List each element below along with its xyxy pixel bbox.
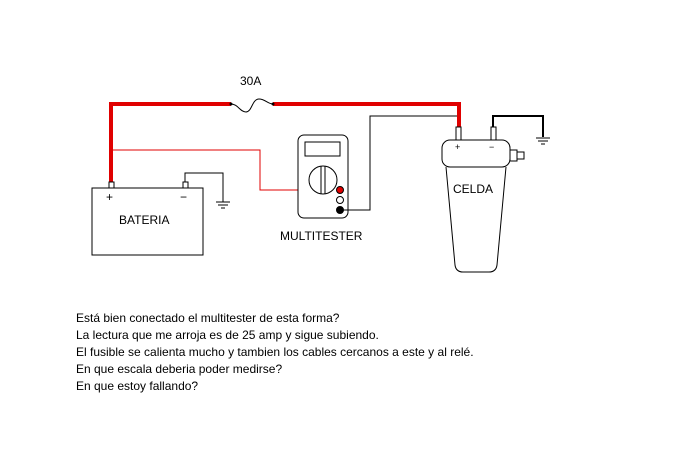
cell-label: CELDA	[453, 182, 493, 196]
battery	[91, 181, 204, 256]
question-line: El fusible se calienta mucho y tambien l…	[76, 345, 474, 359]
black-terminal	[336, 206, 344, 214]
question-line: Está bien conectado el multitester de es…	[76, 311, 340, 325]
question-line: La lectura que me arroja es de 25 amp y …	[76, 328, 379, 342]
question-line: En que escala deberia poder medirse?	[76, 362, 283, 376]
cell-minus: −	[489, 142, 494, 152]
fuse-label: 30A	[240, 74, 261, 88]
question-line: En que estoy fallando?	[76, 379, 199, 393]
positive-main-wire	[109, 102, 231, 183]
multimeter-label: MULTITESTER	[280, 229, 363, 243]
negative-probe-wire	[343, 115, 457, 211]
positive-main-wire-cell	[273, 102, 461, 127]
fuse-icon	[229, 98, 275, 113]
cell	[441, 126, 525, 273]
red-terminal	[336, 186, 344, 194]
battery-minus: −	[180, 190, 187, 204]
ground-icon	[536, 137, 550, 145]
cell-ground-wire	[492, 115, 544, 137]
battery-ground-wire	[184, 172, 224, 202]
cell-plus: +	[455, 142, 460, 152]
multimeter	[297, 134, 349, 219]
battery-plus: +	[106, 190, 113, 204]
ground-icon	[216, 201, 230, 209]
com-terminal-white	[336, 196, 344, 204]
question-text: Está bien conectado el multitester de es…	[76, 310, 474, 395]
battery-label: BATERIA	[119, 213, 169, 227]
